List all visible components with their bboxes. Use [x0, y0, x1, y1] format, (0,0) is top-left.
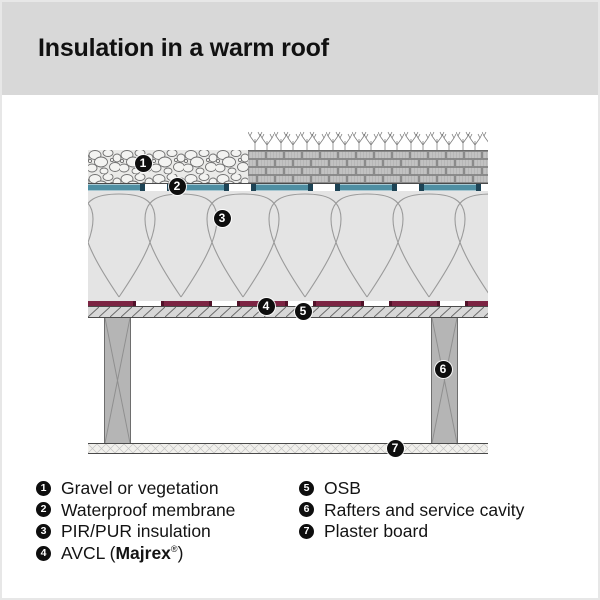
legend-badge-6: 6 [299, 502, 314, 518]
page-title: Insulation in a warm roof [38, 34, 329, 62]
legend-badge-4: 4 [36, 545, 51, 561]
osb-layer [88, 306, 488, 318]
rafter-brace [105, 318, 130, 443]
rafter-brace [432, 318, 457, 443]
legend-label: Gravel or vegetation [61, 478, 219, 498]
osb-hatch [88, 307, 488, 317]
legend-item-rafters: 6 Rafters and service cavity [299, 500, 524, 522]
substrate-texture [248, 151, 488, 183]
legend-item-plaster: 7 Plaster board [299, 521, 524, 543]
legend-column-right: 5 OSB 6 Rafters and service cavity 7 Pla… [299, 478, 524, 543]
legend-badge-5: 5 [299, 480, 314, 496]
legend-badge-1: 1 [36, 480, 51, 496]
rafter-left [104, 318, 131, 443]
legend-label: PIR/PUR insulation [61, 521, 211, 542]
gravel-layer [88, 150, 248, 183]
vegetation-plants-layer [248, 130, 488, 150]
insulation-layer [88, 191, 488, 301]
waterproof-membrane-layer [88, 183, 488, 191]
legend-badge-7: 7 [299, 523, 314, 539]
legend-badge-3: 3 [36, 523, 51, 539]
gravel-texture [88, 150, 248, 183]
legend-label: Plaster board [324, 521, 429, 542]
vegetation-substrate-layer [248, 150, 488, 183]
legend-item-osb: 5 OSB [299, 478, 524, 500]
registered-mark: ® [170, 544, 178, 555]
avcl-suffix: ) [177, 543, 184, 564]
legend-label: Waterproof membrane [61, 499, 236, 520]
callout-4: 4 [257, 297, 275, 315]
legend-column-left: 1 Gravel or vegetation 2 Waterproof memb… [36, 478, 235, 565]
membrane-strips [88, 184, 488, 191]
avcl-layer [88, 301, 488, 306]
callout-7: 7 [386, 439, 404, 457]
avcl-prefix: AVCL ( [61, 543, 116, 564]
callout-2: 2 [168, 177, 186, 195]
callout-1: 1 [134, 154, 152, 172]
rafter-right [431, 318, 458, 443]
callout-6: 6 [434, 360, 452, 378]
brand-name: Majrex [115, 543, 171, 564]
legend-label: AVCL (Majrex®) [61, 543, 183, 564]
callout-3: 3 [213, 209, 231, 227]
callout-5: 5 [294, 302, 312, 320]
legend-label: Rafters and service cavity [324, 499, 525, 520]
legend-badge-2: 2 [36, 502, 51, 518]
plaster-board-layer [88, 443, 488, 454]
legend-item-membrane: 2 Waterproof membrane [36, 500, 235, 522]
insulation-texture [88, 191, 488, 301]
title-band: Insulation in a warm roof [2, 2, 598, 95]
legend-item-insulation: 3 PIR/PUR insulation [36, 521, 235, 543]
avcl-strips [88, 301, 488, 306]
plaster-crosshatch [88, 444, 488, 453]
legend-item-gravel: 1 Gravel or vegetation [36, 478, 235, 500]
legend-label: OSB [324, 478, 361, 498]
legend-item-avcl: 4 AVCL (Majrex®) [36, 543, 235, 565]
plants-texture [248, 130, 488, 150]
